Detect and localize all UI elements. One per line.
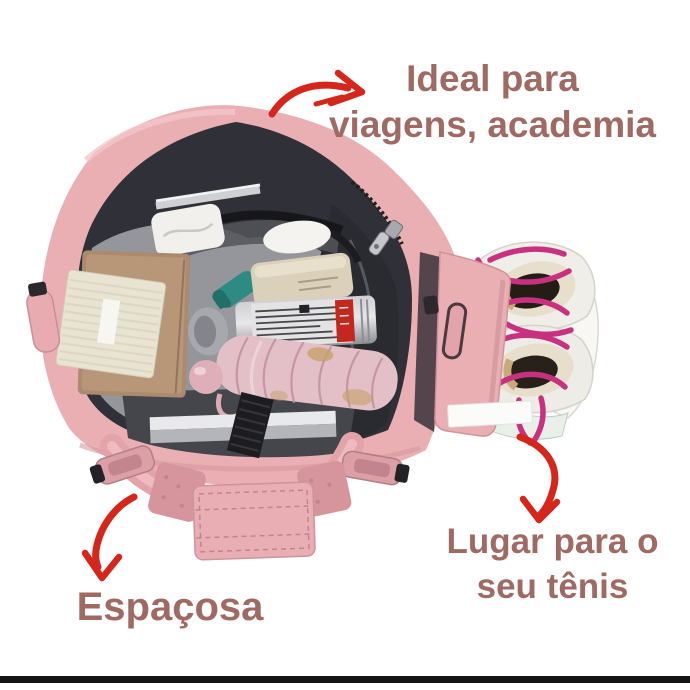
elastic-strap bbox=[226, 391, 274, 459]
caption-espacosa: Espaçosa bbox=[45, 585, 295, 630]
left-strap-tab bbox=[26, 281, 61, 353]
laptop-top-edge bbox=[155, 183, 261, 210]
flap-handle bbox=[441, 302, 468, 360]
soap-case bbox=[263, 220, 331, 254]
caption-lugar-tenis: Lugar para o seu tênis bbox=[405, 519, 690, 609]
arrow-bottom-right bbox=[516, 433, 561, 524]
can-red-label bbox=[334, 299, 356, 343]
umbrella-handle-ball bbox=[189, 360, 223, 394]
handle-wrap bbox=[148, 461, 352, 561]
arrow-top-right bbox=[268, 69, 366, 118]
spray-can bbox=[235, 295, 377, 351]
caption-espacosa-text: Espaçosa bbox=[76, 585, 264, 629]
zipper-pull bbox=[350, 180, 404, 256]
umbrella bbox=[189, 335, 398, 420]
tissue-pack bbox=[151, 203, 225, 257]
caption-ideal-para: Ideal para viagens, academia bbox=[295, 56, 690, 148]
caption-ideal-line1: Ideal para bbox=[406, 58, 579, 99]
lotion-bottle bbox=[250, 252, 354, 307]
caption-tenis-line2: seu tênis bbox=[476, 567, 629, 606]
caption-ideal-line2: viagens, academia bbox=[328, 104, 657, 145]
caption-tenis-line1: Lugar para o bbox=[446, 522, 659, 561]
woven-box bbox=[55, 269, 167, 379]
shoe-label bbox=[447, 400, 533, 428]
bottom-divider bbox=[0, 676, 690, 683]
arrow-bottom-left bbox=[81, 493, 138, 582]
teal-bottle bbox=[212, 271, 259, 311]
box-label bbox=[97, 298, 121, 345]
